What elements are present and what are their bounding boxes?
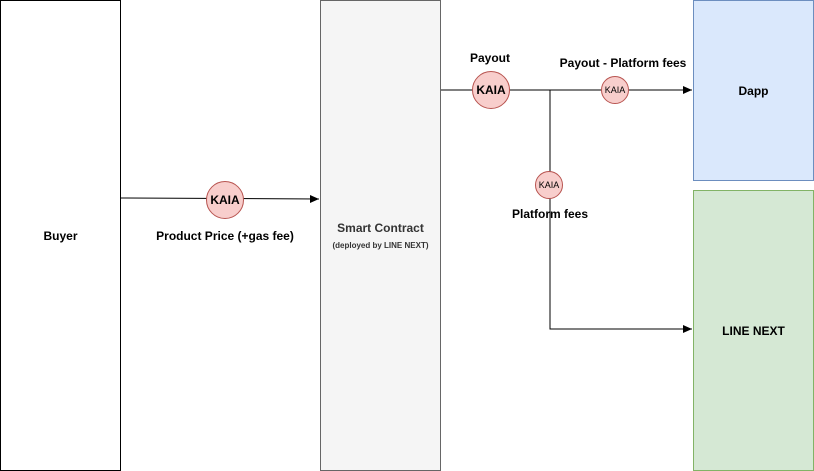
payout-label: Payout [469,51,511,65]
product-price-label: Product Price (+gas fee) [156,229,294,243]
platform-fees-label: Platform fees [511,207,589,221]
dapp-label: Dapp [738,83,769,98]
smart-contract-node: Smart Contract (deployed by LINE NEXT) [320,0,441,471]
smart-contract-subtitle: (deployed by LINE NEXT) [332,241,429,250]
buyer-node: Buyer [0,0,121,471]
platform-fee-kaia-coin-text: KAIA [538,180,560,190]
product-kaia-coin-text: KAIA [210,193,240,207]
buyer-label: Buyer [43,228,78,243]
line-next-node: LINE NEXT [693,190,814,471]
dapp-share-kaia-coin-text: KAIA [604,85,626,95]
payout-kaia-coin-text: KAIA [476,83,506,97]
line-next-label: LINE NEXT [722,323,785,338]
dapp-node: Dapp [693,0,814,181]
product-kaia-coin: KAIA [206,181,244,219]
payout-minus-fees-label: Payout - Platform fees [559,56,687,70]
dapp-share-kaia-coin: KAIA [601,76,629,104]
platform-fee-kaia-coin: KAIA [535,171,563,199]
payout-kaia-coin: KAIA [472,71,510,109]
smart-contract-title: Smart Contract [337,221,424,235]
platform-fee-to-line-next-arrow [549,90,692,333]
